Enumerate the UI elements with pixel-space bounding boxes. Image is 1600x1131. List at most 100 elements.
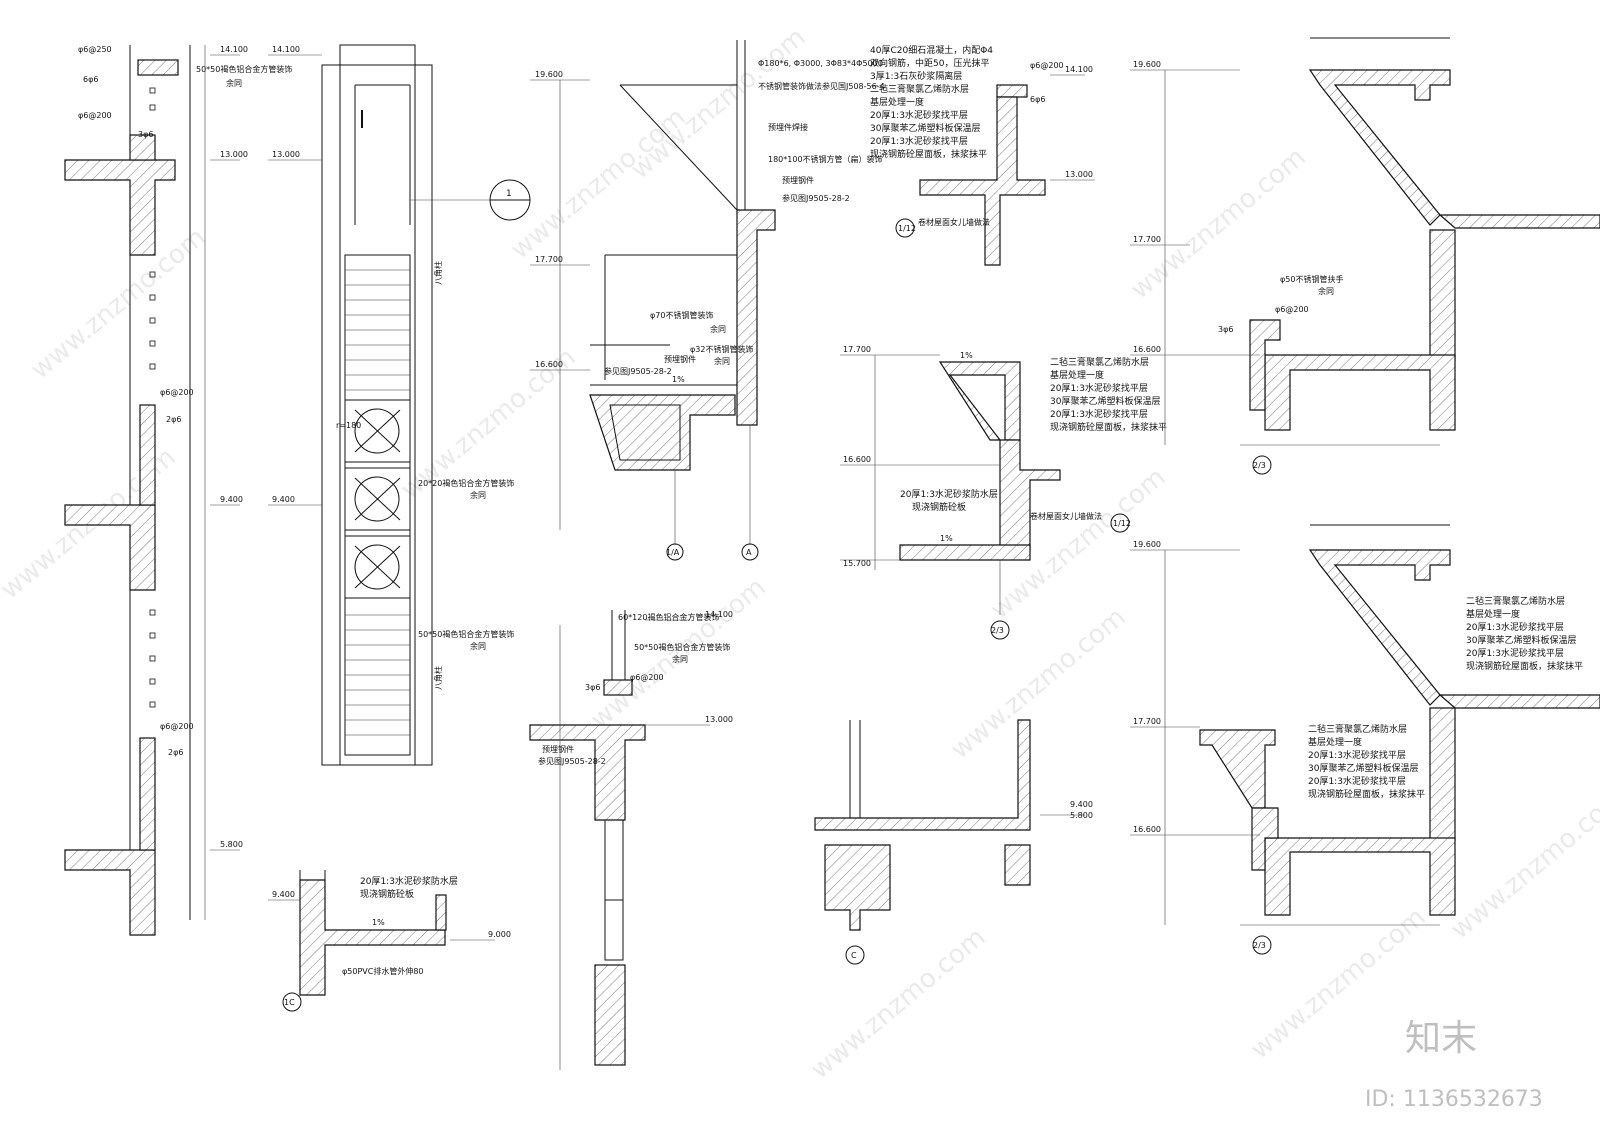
note-label: φ50PVC排水管外伸80	[342, 966, 424, 976]
level-label: 16.600	[535, 360, 563, 369]
note-label: Φ180*6, Φ3000, 3Φ83*4Φ5000	[758, 59, 883, 68]
note-label: 余同	[226, 78, 242, 88]
layer-text: 20厚1:3水泥砂浆防水层	[360, 875, 458, 887]
layer-text: 20厚1:3水泥砂浆找平层	[1050, 408, 1148, 420]
rebar-label: 2φ6	[166, 415, 181, 424]
note-label: 余同	[710, 324, 726, 334]
watermark-text: www.znzmo.com	[1245, 902, 1431, 1065]
level-label: 14.100	[705, 610, 733, 619]
layer-text: 30厚聚苯乙烯塑料板保温层	[870, 122, 980, 134]
level-label: 17.700	[843, 345, 871, 354]
note-label: 参见图J9505-28-2	[782, 193, 850, 203]
level-label: 19.600	[1133, 60, 1161, 69]
note-label: φ50不锈钢管扶手	[1280, 274, 1343, 284]
layer-text: 20厚1:3水泥砂浆找平层	[870, 135, 968, 147]
callout-number: 2/3	[1253, 941, 1266, 950]
rebar-label: 6φ6	[1030, 95, 1045, 104]
layer-text: 基层处理一度	[1308, 736, 1362, 748]
slope-label: 1%	[372, 918, 385, 927]
slope-label: 1%	[672, 375, 685, 384]
layer-text: 二毡三膏聚氯乙烯防水层	[1308, 723, 1407, 735]
side-label: 八角柱	[433, 261, 443, 285]
note-label: 预埋钢件	[664, 354, 696, 364]
level-label: 9.400	[272, 890, 295, 899]
detail-railing-section: 19.600 17.700 16.600 Φ180*6, Φ3000, 3Φ83…	[530, 40, 885, 561]
level-label: 14.100	[220, 45, 248, 54]
detail-parapet-slope: 17.700 16.600 15.700 1% 1% 二毡三膏聚氯乙烯防水层 基…	[840, 345, 1167, 640]
layer-text: 基层处理一度	[1466, 608, 1520, 620]
layer-text: 现浇钢筋砼屋面板，抹浆抹平	[870, 148, 987, 160]
layer-text: 20厚1:3水泥砂浆防水层	[900, 488, 998, 500]
level-label: 13.000	[705, 715, 733, 724]
layer-text: 20厚1:3水泥砂浆找平层	[1308, 749, 1406, 761]
level-label: 19.600	[535, 70, 563, 79]
note-label: 余同	[672, 654, 688, 664]
id-text: ID: 1136532673	[1365, 1087, 1543, 1112]
rebar-label: φ6@250	[78, 45, 112, 54]
level-label: 9.400	[220, 495, 243, 504]
detail-column-elevation: 14.100 13.000 9.400 r=180 20*20褐色铝合金方管装饰…	[268, 44, 531, 766]
note-label: 预埋钢件	[782, 175, 814, 185]
radius-label: r=180	[336, 421, 361, 430]
layer-text: 40厚C20细石混凝土，内配Φ4	[870, 44, 993, 56]
rebar-label: φ6@200	[160, 722, 194, 731]
watermark-text: www.znzmo.com	[1445, 782, 1600, 945]
detail-parapet-top: 40厚C20细石混凝土，内配Φ4 双向钢筋，中距50，压光抹平 3厚1:3石灰砂…	[870, 44, 1095, 266]
level-label: 17.700	[535, 255, 563, 264]
layer-text: 双向钢筋，中距50，压光抹平	[870, 57, 989, 69]
level-label: 16.600	[1133, 345, 1161, 354]
level-label: 15.700	[843, 559, 871, 568]
callout-number: C	[851, 951, 857, 960]
level-label: 19.600	[1133, 540, 1161, 549]
note-label: 参见图J9505-28-2	[604, 366, 672, 376]
layer-text: 现浇钢筋砼屋面板，抹浆抹平	[1308, 788, 1425, 800]
detail-gutter-section: 9.400 9.000 20厚1:3水泥砂浆防水层 现浇钢筋砼板 1% φ50P…	[268, 870, 511, 1012]
level-label: 5.800	[220, 840, 243, 849]
level-label: 16.600	[1133, 825, 1161, 834]
watermark-text: www.znzmo.com	[585, 572, 771, 735]
layer-text: 基层处理一度	[1050, 369, 1104, 381]
rebar-label: 2φ6	[168, 748, 183, 757]
layer-text: 20厚1:3水泥砂浆找平层	[870, 109, 968, 121]
layer-text: 二毡三膏聚氯乙烯防水层	[870, 83, 969, 95]
note-label: 卷材屋面女儿墙做法	[1030, 511, 1102, 521]
layer-text: 现浇钢筋砼屋面板，抹浆抹平	[1466, 660, 1583, 672]
note-label: 参见图J9505-28-2	[538, 756, 606, 766]
note-label: φ70不锈钢管装饰	[650, 310, 713, 320]
layer-text: 3厚1:3石灰砂浆隔离层	[870, 70, 962, 82]
note-label: 20*20褐色铝合金方管装饰	[418, 478, 514, 488]
note-label: 不锈钢管装饰做法参见国J508-56-4	[758, 81, 885, 91]
level-label: 13.000	[1065, 170, 1093, 179]
watermark-text: www.znzmo.com	[805, 922, 991, 1085]
layer-text: 20厚1:3水泥砂浆找平层	[1466, 621, 1564, 633]
note-label: φ32不锈钢管装饰	[690, 344, 753, 354]
note-label: 60*120褐色铝合金方管装饰	[618, 612, 719, 622]
level-label: 13.000	[272, 150, 300, 159]
layer-text: 基层处理一度	[870, 96, 924, 108]
level-label: 5.800	[1070, 811, 1093, 820]
callout-number: 1C	[284, 998, 295, 1007]
note-label: 卷材屋面女儿墙做法	[918, 217, 990, 227]
detail-eave-lower: 19.600 17.700 16.600 二毡三膏聚氯乙烯防水层 基层处理一度 …	[1130, 524, 1600, 955]
detail-wall-section-mid: 14.100 13.000 60*120褐色铝合金方管装饰 50*50褐色铝合金…	[529, 610, 733, 1070]
note-label: 180*100不锈钢方管（扁）装饰	[768, 154, 883, 164]
rebar-label: φ6@200	[1030, 61, 1064, 70]
layer-text: 现浇钢筋砼板	[912, 501, 966, 513]
note-label: 余同	[714, 356, 730, 366]
callout-number: 2/3	[1253, 461, 1266, 470]
rebar-label: 3φ6	[1218, 325, 1233, 334]
watermark-text: www.znzmo.com	[945, 602, 1131, 765]
level-label: 9.400	[1070, 800, 1093, 809]
slope-label: 1%	[940, 534, 953, 543]
logo-text: 知末	[1405, 1018, 1477, 1059]
layer-text: 二毡三膏聚氯乙烯防水层	[1466, 595, 1565, 607]
rebar-label: φ6@200	[78, 111, 112, 120]
level-label: 9.000	[488, 930, 511, 939]
note-label: 预埋钢件	[542, 744, 574, 754]
level-label: 9.400	[272, 495, 295, 504]
detail-cantilever: 9.400 5.800 C	[814, 719, 1093, 965]
brand-logo: 知末 ID: 1136532673	[1365, 1018, 1543, 1112]
callout-number: 1/A	[666, 548, 680, 557]
rebar-label: 3φ6	[585, 683, 600, 692]
note-label: 余同	[470, 490, 486, 500]
